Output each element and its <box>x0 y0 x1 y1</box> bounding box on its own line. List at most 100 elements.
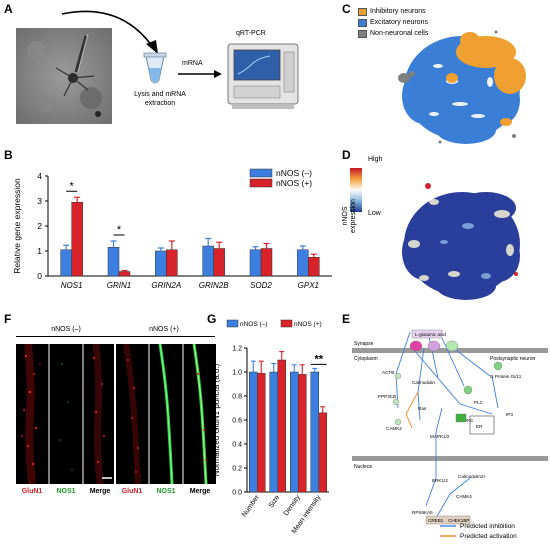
node-pkc <box>455 413 467 423</box>
panel-label-d: D <box>342 148 351 162</box>
node-label-ppp3cb: PPP3CB <box>378 394 396 399</box>
b-bar-grin1-s1 <box>118 271 131 277</box>
lysis-line-2: extraction <box>144 100 176 107</box>
node-label-calmodulin: Calmodulin <box>412 380 435 385</box>
node-label-ip3: IP3 <box>506 412 513 417</box>
b-bar-sod2-s1 <box>260 248 273 277</box>
node-label-er: ER <box>476 424 483 429</box>
b-bar-grin2b-s1 <box>213 248 225 277</box>
mrna-label: mRNA <box>182 60 203 67</box>
colorbar-high-label: High <box>368 156 383 163</box>
image-pos-glun1 <box>116 344 148 484</box>
colorbar-title-line-1: nNOS <box>342 206 349 226</box>
image-neg-nos1 <box>50 344 82 484</box>
b-legend-label-s1: nNOS (+) <box>276 178 312 188</box>
b-legend-swatch-s1 <box>249 178 273 188</box>
node-g-protein <box>493 361 503 371</box>
b-bar-nos1-s0 <box>60 249 72 277</box>
colorbar <box>350 168 362 212</box>
image-neg-merge <box>84 344 116 484</box>
mrna-arrow <box>178 70 222 78</box>
b-sig-star-grin1: * <box>117 224 122 236</box>
f-header-neg: nNOS (–) <box>51 326 81 333</box>
b-y-axis-title: Relative gene expression <box>12 178 22 274</box>
transfer-arrow <box>61 10 158 54</box>
g-y-tick-label: 1.2 <box>232 346 242 353</box>
b-bar-gpx1-s0 <box>297 249 309 277</box>
f-header-pos: nNOS (+) <box>149 326 179 333</box>
g-y-tick-label: 0.6 <box>232 418 242 425</box>
legend-label-non-neuronal: Non-neuronal cells <box>370 30 429 37</box>
g-legend-label-s1: nNOS (+) <box>294 321 322 328</box>
pathway-legend: Predicted inhibition Predicted activatio… <box>440 523 517 540</box>
g-x-tick-label-size: Size <box>268 494 282 509</box>
b-bar-gpx1-s1 <box>308 257 320 277</box>
g-bar-density-s1 <box>298 374 307 493</box>
panel-label-c: C <box>342 2 351 16</box>
g-legend-swatch-s1 <box>280 319 293 328</box>
image-neg-glun1 <box>16 344 48 484</box>
b-x-tick-label-gpx1: GPX1 <box>298 281 319 290</box>
panel-label-b: B <box>4 148 13 162</box>
g-bar-mean-intensity-s1 <box>318 412 327 493</box>
lysis-caption: Lysis and mRNA extraction <box>125 90 195 108</box>
nucleus-label: Nucleus <box>354 464 373 470</box>
f-label-neg-glun1: GluN1 <box>21 488 43 495</box>
g-legend-label-s0: nNOS (–) <box>240 321 267 328</box>
image-pos-nos1 <box>150 344 182 484</box>
g-y-tick-label: 0.4 <box>232 442 242 449</box>
g-y-tick-label: 0.2 <box>232 466 242 473</box>
inhibition-edges <box>395 331 499 519</box>
legend-item-excitatory: Excitatory neurons <box>358 17 428 28</box>
f-label-neg-merge: Merge <box>89 488 111 495</box>
cytoplasm-label: Cytoplasm <box>354 356 378 362</box>
f-label-pos-nos1: NOS1 <box>156 488 176 495</box>
legend-label-inhibitory: Inhibitory neurons <box>370 8 426 15</box>
b-bar-grin1-s0 <box>107 247 120 277</box>
b-x-tick-label-grin2b: GRIN2B <box>199 281 229 290</box>
b-bar-grin2a-s1 <box>166 249 178 277</box>
node-label-mapk12: MAPK1/2 <box>430 434 450 439</box>
legend-item-non-neuronal: Non-neuronal cells <box>358 28 428 39</box>
node-label-ras: Ras <box>418 406 427 411</box>
g-y-axis-title: Normalized GluN1 puncta (a.u.) <box>212 363 221 476</box>
g-x-tick-label-density: Density <box>283 494 302 518</box>
node-label-l-glutamic-acid: L-glutamic acid <box>415 332 446 337</box>
neuron-micrograph <box>16 28 112 124</box>
node-plc <box>463 385 473 395</box>
node-label-chek1bp: CHEK1BP <box>448 518 469 523</box>
node-creb <box>425 515 471 525</box>
b-legend-label-s0: nNOS (–) <box>276 168 312 178</box>
node-nos1 <box>427 340 441 352</box>
b-y-tick-label: 4 <box>37 171 42 181</box>
node-camk2 <box>394 418 402 426</box>
legend-swatch-excitatory <box>358 18 367 27</box>
colorbar-title: nNOS expression <box>342 186 358 246</box>
node-l-glutamic-acid <box>411 329 443 339</box>
b-y-tick-label: 2 <box>37 221 42 231</box>
node-label-camk2: CAMK2 <box>386 426 402 431</box>
legend-item-inhibitory: Inhibitory neurons <box>358 6 428 17</box>
synapse-label: Synapse <box>354 341 374 347</box>
b-x-tick-label-sod2: SOD2 <box>250 281 272 290</box>
legend-label-inhibition: Predicted inhibition <box>460 523 515 530</box>
fluorescence-images <box>16 344 216 484</box>
b-bar-sod2-s0 <box>249 249 262 277</box>
postsynaptic-label: Postsynaptic neuron <box>490 356 536 362</box>
node-label-calmodulin2: Calmodulin2+ <box>458 474 487 479</box>
f-header-pos-rule <box>115 336 215 337</box>
node-grin2a <box>445 340 459 352</box>
panel-label-a: A <box>4 2 13 16</box>
g-y-tick-label: 0.8 <box>232 394 242 401</box>
cell-type-legend: Inhibitory neurons Excitatory neurons No… <box>358 6 428 39</box>
b-sig-star-nos1: * <box>70 180 75 192</box>
b-y-tick-label: 3 <box>37 196 42 206</box>
b-bar-grin2b-s0 <box>202 245 214 277</box>
legend-swatch-inhibitory <box>358 7 367 16</box>
f-label-pos-merge: Merge <box>189 488 211 495</box>
b-x-tick-label-grin2a: GRIN2A <box>151 281 181 290</box>
node-label-camk4: CAMK4 <box>456 494 472 499</box>
tsne-cell-types <box>398 30 526 144</box>
pathway-nodes: L-glutamic acid ACTB Calmodulin PPP3CB C… <box>378 329 522 525</box>
